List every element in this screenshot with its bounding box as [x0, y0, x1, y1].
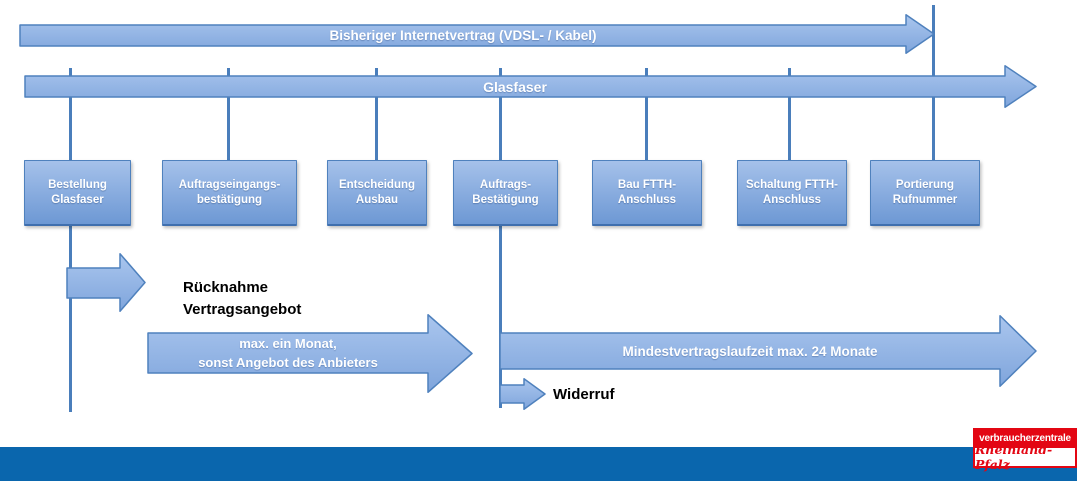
logo-region-text: Rheinland-Pfalz: [975, 442, 1053, 472]
widerruf-arrow: [499, 378, 546, 410]
ruecknahme-arrow-shape: [66, 253, 146, 312]
footer-bar: [0, 447, 1077, 481]
widerruf-arrow-shape: [499, 378, 546, 410]
milestone-box-schaltung: Schaltung FTTH- Anschluss: [737, 160, 847, 226]
old-contract-arrow: [19, 14, 935, 54]
timeline-tick-schaltung: [788, 68, 791, 161]
widerruf-label: Widerruf: [553, 386, 615, 403]
old-contract-arrow-label: Bisheriger Internetvertrag (VDSL- / Kabe…: [329, 28, 597, 43]
glasfaser-arrow: [24, 65, 1037, 108]
monat-arrow-shape: [147, 314, 473, 393]
milestone-box-eingang: Auftragseingangs- bestätigung: [162, 160, 297, 226]
ruecknahme-arrow: [66, 253, 146, 312]
old-contract-arrow-shape: [19, 14, 935, 54]
milestone-box-bau: Bau FTTH- Anschluss: [592, 160, 702, 226]
logo-region-band: Rheinland-Pfalz: [973, 442, 1077, 472]
mindestlaufzeit-arrow-label: Mindestvertragslaufzeit max. 24 Monate: [622, 343, 878, 359]
milestone-box-entscheidung: Entscheidung Ausbau: [327, 160, 427, 226]
logo-brand-text: verbraucherzentrale: [979, 432, 1071, 444]
verbraucherzentrale-logo: verbraucherzentrale Rheinland-Pfalz: [973, 428, 1077, 472]
milestone-box-bestellung: Bestellung Glasfaser: [24, 160, 131, 226]
monat-arrow: [147, 314, 473, 393]
mindestlaufzeit-arrow: [499, 315, 1037, 387]
mindestlaufzeit-arrow-shape: [499, 315, 1037, 387]
glasfaser-arrow-label: Glasfaser: [483, 78, 547, 95]
timeline-tick-eingang: [227, 68, 230, 161]
timeline-tick-bestellung: [69, 68, 72, 412]
milestone-box-portierung: Portierung Rufnummer: [870, 160, 980, 226]
ruecknahme-label: Rücknahme Vertragsangebot: [183, 279, 302, 318]
timeline-tick-bestaetigung: [499, 68, 502, 408]
milestone-box-bestaetigung: Auftrags- Bestätigung: [453, 160, 558, 226]
glasfaser-arrow-shape: [24, 65, 1037, 108]
timeline-tick-entscheidung: [375, 68, 378, 161]
timeline-tick-bau: [645, 68, 648, 161]
logo-brand-band: verbraucherzentrale: [973, 428, 1077, 448]
monat-arrow-label: max. ein Monat, sonst Angebot des Anbiet…: [198, 336, 378, 370]
